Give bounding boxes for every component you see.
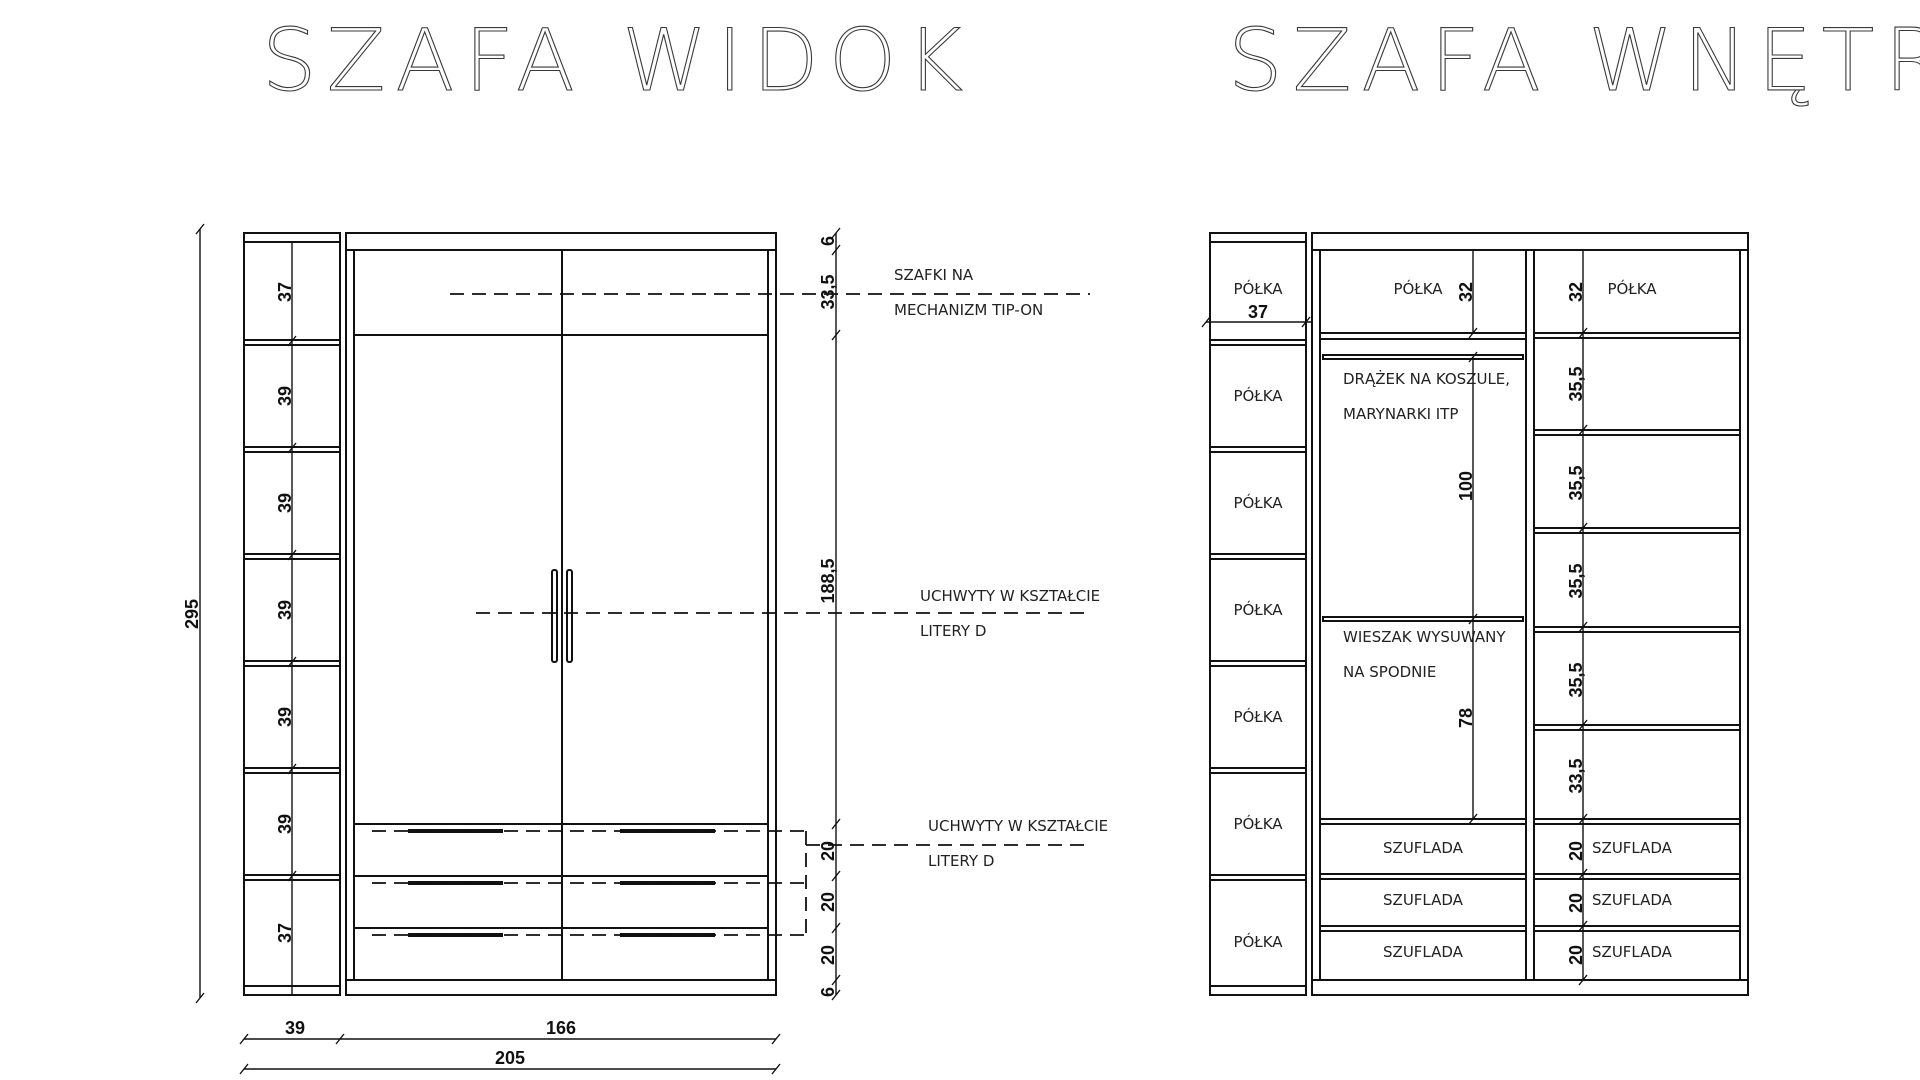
side-dim-5: 39 — [275, 707, 295, 727]
right-col-drawer-2: SZUFLADA — [1592, 891, 1673, 909]
dim-drawer-3: 20 — [818, 945, 838, 965]
side-dim-ticks — [287, 335, 297, 882]
dim-upper: 33,5 — [818, 274, 838, 309]
bottom-dim-total: 205 — [495, 1048, 525, 1068]
side-dim-6: 39 — [275, 814, 295, 834]
dim-bottom: 6 — [818, 987, 838, 997]
side-shelf-label-1: PÓŁKA — [1233, 279, 1283, 298]
side-shelf-label-6: PÓŁKA — [1233, 814, 1283, 833]
side-dim-3: 39 — [275, 493, 295, 513]
middle-drawer-3: SZUFLADA — [1383, 943, 1464, 961]
right-col-shelf-dim-4: 35,5 — [1566, 662, 1586, 697]
right-col-dim-ticks — [1578, 327, 1588, 986]
hanger-label-1: WIESZAK WYSUWANY — [1343, 628, 1506, 646]
right-col-top-dim: 32 — [1566, 282, 1586, 302]
dim-middle: 188,5 — [818, 558, 838, 603]
dim-top: 6 — [818, 236, 838, 246]
note-drawer-handles-1: UCHWYTY W KSZTAŁCIE — [928, 817, 1108, 835]
interior-side-unit — [1209, 232, 1307, 996]
side-shelf-label-5: PÓŁKA — [1233, 707, 1283, 726]
right-col-shelf-dim-2: 35,5 — [1566, 465, 1586, 500]
note-tipon-1: SZAFKI NA — [894, 266, 974, 284]
wardrobe-outline — [345, 232, 777, 996]
clothes-rod — [1322, 354, 1524, 360]
pants-hanger — [1322, 616, 1524, 622]
title-right: SZAFA WNĘTRZE — [1228, 11, 1920, 111]
side-dim-1: 37 — [275, 282, 295, 302]
hanger-label-2: NA SPODNIE — [1343, 663, 1436, 681]
right-col-shelf-dim-1: 35,5 — [1566, 366, 1586, 401]
middle-drawer-2: SZUFLADA — [1383, 891, 1464, 909]
right-col-drawer-1: SZUFLADA — [1592, 839, 1673, 857]
hanger-dim: 78 — [1456, 708, 1476, 728]
rod-label-2: MARYNARKI ITP — [1343, 405, 1458, 423]
right-col-top-shelf-label: PÓŁKA — [1607, 279, 1657, 298]
bottom-dim-left: 39 — [285, 1018, 305, 1038]
side-shelf-label-3: PÓŁKA — [1233, 493, 1283, 512]
bottom-dim-body: 166 — [546, 1018, 576, 1038]
dim-drawer-1: 20 — [818, 841, 838, 861]
title-left: SZAFA WIDOK — [262, 11, 973, 111]
right-dim-ticks — [831, 227, 841, 1001]
right-view: 37 PÓŁKA PÓŁKA PÓŁKA PÓŁKA PÓŁKA PÓŁKA P… — [1201, 232, 1749, 996]
side-shelf-label-7: PÓŁKA — [1233, 932, 1283, 951]
right-col-drawer-dim-3: 20 — [1566, 945, 1586, 965]
right-col-shelf-dim-5: 33,5 — [1566, 758, 1586, 793]
side-dim-4: 39 — [275, 600, 295, 620]
rod-dim: 100 — [1456, 471, 1476, 501]
note-door-handles-1: UCHWYTY W KSZTAŁCIE — [920, 587, 1100, 605]
middle-top-shelf-label: PÓŁKA — [1393, 279, 1443, 298]
side-shelf-label-2: PÓŁKA — [1233, 386, 1283, 405]
note-door-handles-2: LITERY D — [920, 622, 986, 640]
total-height-dim: 295 — [182, 599, 202, 629]
right-col-drawer-dim-1: 20 — [1566, 841, 1586, 861]
note-drawer-handles-2: LITERY D — [928, 852, 994, 870]
side-dim-7: 37 — [275, 923, 295, 943]
side-dim-2: 39 — [275, 386, 295, 406]
right-col-shelf-dim-3: 35,5 — [1566, 563, 1586, 598]
leader-drawer-handles — [372, 830, 1090, 936]
door-handle-right — [566, 569, 573, 663]
right-col-drawer-dim-2: 20 — [1566, 893, 1586, 913]
door-handle-left — [551, 569, 558, 663]
dim-drawer-2: 20 — [818, 892, 838, 912]
middle-top-dim: 32 — [1456, 282, 1476, 302]
left-view: 37 39 39 39 39 39 37 295 — [182, 223, 1108, 1075]
right-col-drawer-3: SZUFLADA — [1592, 943, 1673, 961]
rod-label-1: DRĄŻEK NA KOSZULE, — [1343, 369, 1510, 388]
middle-drawer-1: SZUFLADA — [1383, 839, 1464, 857]
interior-outline — [1311, 232, 1749, 996]
side-width-dim: 37 — [1248, 302, 1268, 322]
note-tipon-2: MECHANIZM TIP-ON — [894, 301, 1043, 319]
side-shelf-label-4: PÓŁKA — [1233, 600, 1283, 619]
